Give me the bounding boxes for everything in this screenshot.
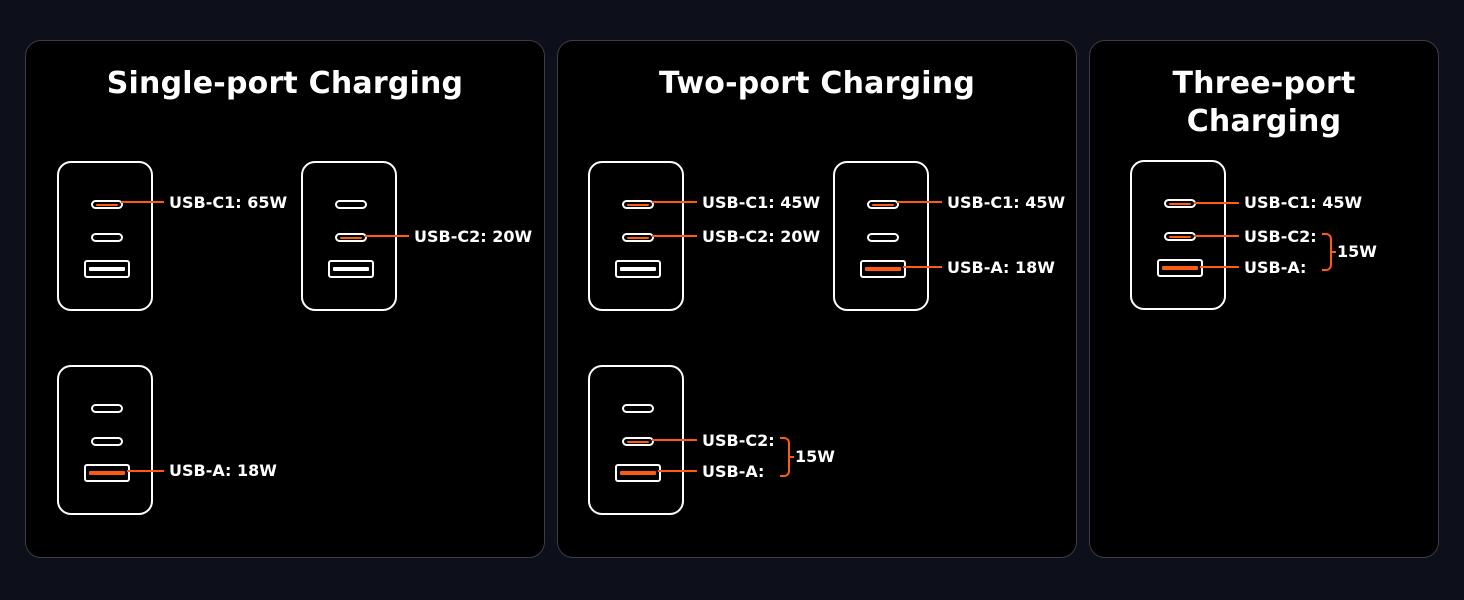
leader-line — [1194, 235, 1239, 237]
panel-title: Three-port Charging — [1172, 66, 1356, 139]
shared-power-label: 15W — [795, 447, 835, 466]
leader-line — [1194, 202, 1239, 204]
usb-a-port — [84, 464, 130, 482]
port-label: USB-C1: 45W — [702, 193, 821, 212]
usb-c1-port — [622, 404, 654, 413]
usb-c1-port — [91, 200, 123, 209]
shared-power-brace — [1322, 233, 1336, 271]
shared-power-brace — [780, 437, 794, 477]
panel-single-port: Single-port Charging USB-C1: 65W USB-C2:… — [25, 40, 545, 558]
usb-a-port — [615, 260, 661, 278]
usb-a-port — [328, 260, 374, 278]
usb-c1-port — [335, 200, 367, 209]
charger-two-c1-a — [833, 161, 929, 311]
charger-single-c1 — [57, 161, 153, 311]
usb-c1-port — [622, 200, 654, 209]
usb-c1-port — [91, 404, 123, 413]
port-label: USB-C1: 65W — [169, 193, 288, 212]
port-label: USB-C2: 20W — [702, 227, 821, 246]
usb-c2-port — [91, 437, 123, 446]
usb-c2-port — [622, 233, 654, 242]
leader-line — [897, 201, 942, 203]
leader-line — [127, 470, 164, 472]
leader-line — [121, 201, 164, 203]
usb-c2-port — [1164, 232, 1196, 241]
leader-line — [903, 266, 942, 268]
port-label: USB-C1: 45W — [947, 193, 1066, 212]
usb-a-port — [860, 260, 906, 278]
usb-c2-port — [91, 233, 123, 242]
usb-a-port — [615, 464, 661, 482]
usb-c1-port — [867, 200, 899, 209]
port-label: USB-C2: — [1244, 227, 1317, 246]
usb-a-port — [84, 260, 130, 278]
port-label: USB-A: — [702, 462, 765, 481]
port-label: USB-C1: 45W — [1244, 193, 1363, 212]
charger-single-a — [57, 365, 153, 515]
shared-power-label: 15W — [1337, 242, 1377, 261]
port-label: USB-A: — [1244, 258, 1307, 277]
leader-line — [652, 439, 697, 441]
usb-c2-port — [867, 233, 899, 242]
panel-title: Single-port Charging — [106, 66, 464, 101]
panel-title: Two-port Charging — [658, 66, 975, 101]
port-label: USB-A: 18W — [169, 461, 277, 480]
leader-line — [658, 470, 697, 472]
usb-c2-port — [622, 437, 654, 446]
usb-a-port — [1157, 259, 1203, 277]
leader-line — [652, 235, 697, 237]
port-label: USB-C2: — [702, 431, 775, 450]
panel-three-port: Three-port Charging USB-C1: 45W USB-C2: … — [1089, 40, 1439, 558]
leader-line — [1200, 266, 1239, 268]
port-label: USB-A: 18W — [947, 258, 1055, 277]
panel-two-port: Two-port Charging USB-C1: 45W USB-C2: 20… — [557, 40, 1077, 558]
leader-line — [652, 201, 697, 203]
usb-c1-port — [1164, 199, 1196, 208]
usb-c2-port — [335, 233, 367, 242]
leader-line — [365, 235, 409, 237]
port-label: USB-C2: 20W — [414, 227, 533, 246]
